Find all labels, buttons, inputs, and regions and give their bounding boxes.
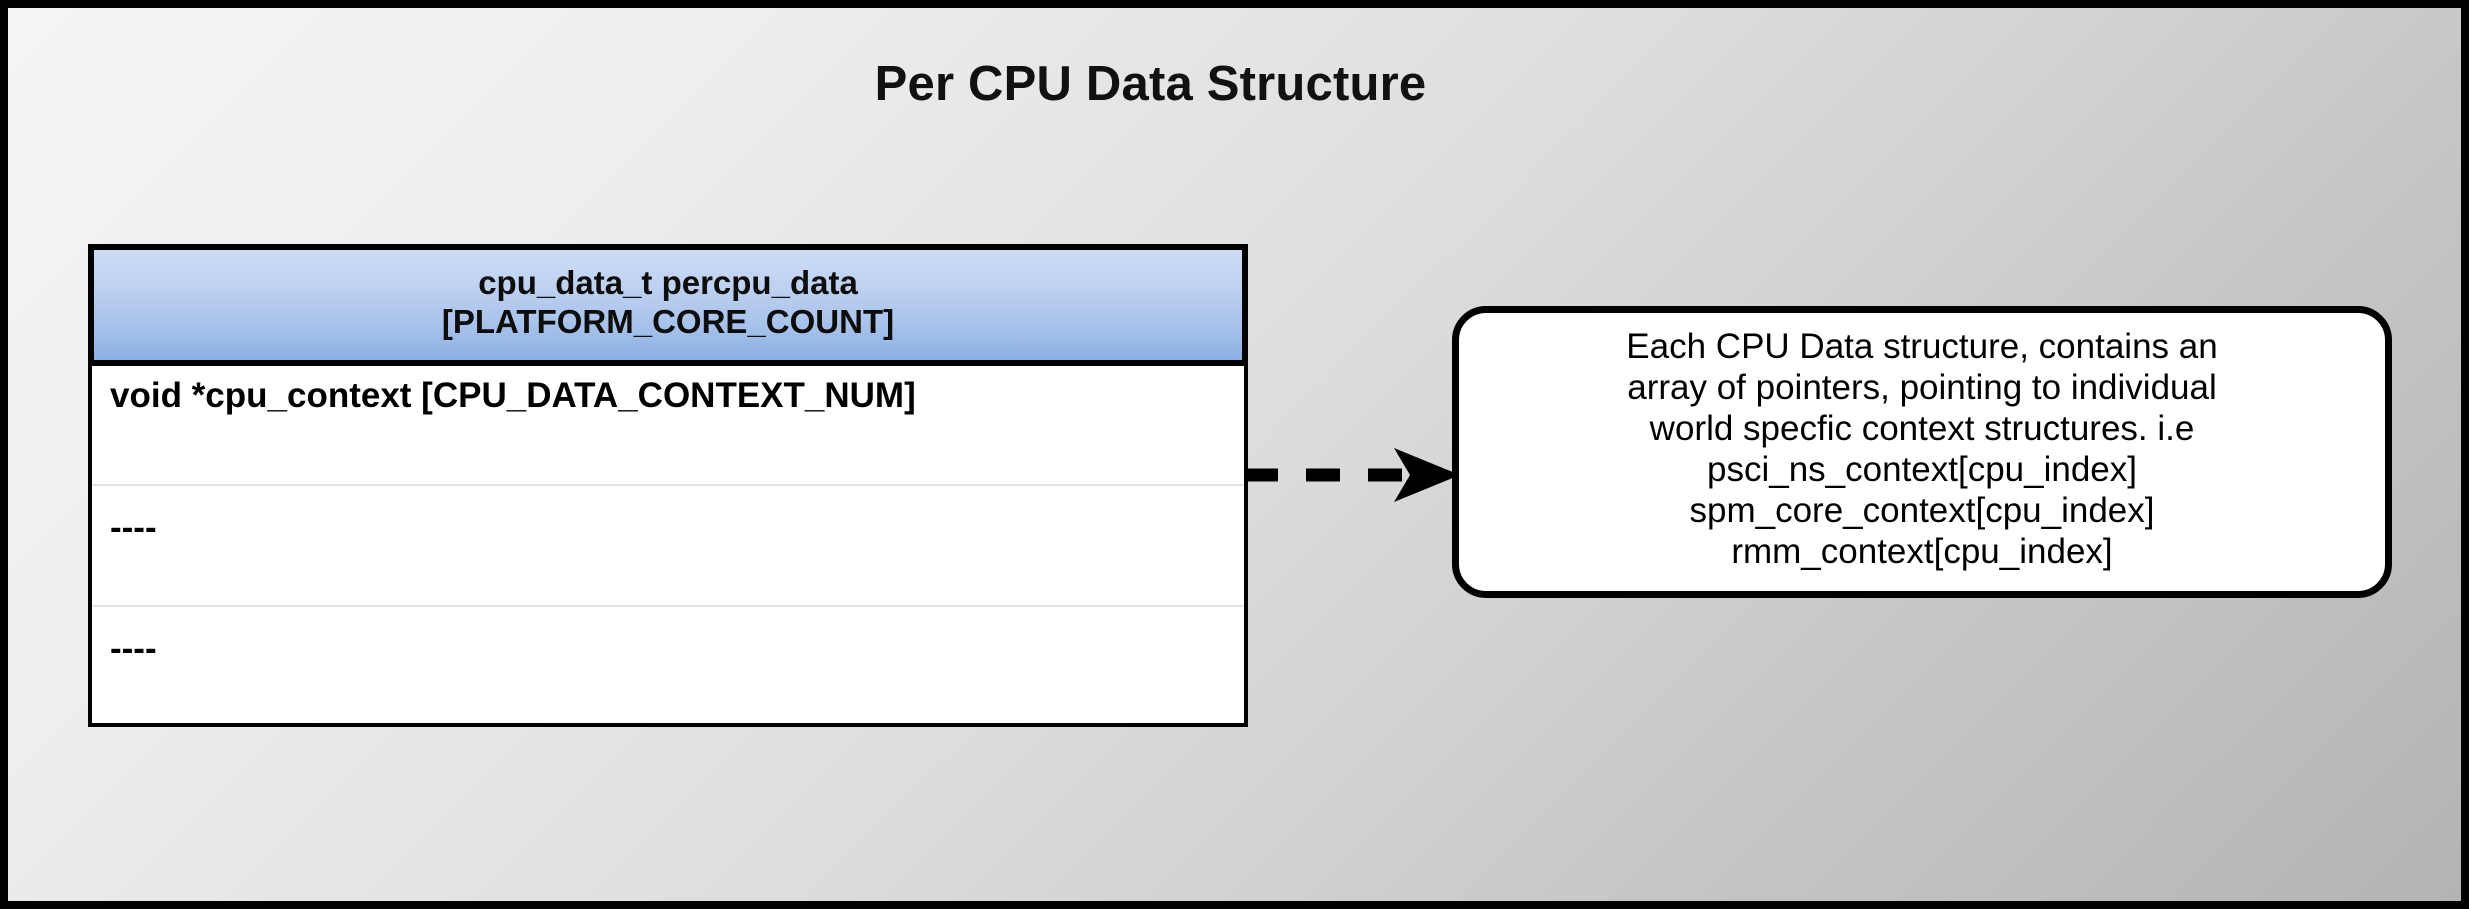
page-title: Per CPU Data Structure (874, 57, 1427, 111)
note-line: rmm_context[cpu_index] (1731, 531, 2113, 571)
arrow-icon (1244, 448, 1460, 502)
struct-table: cpu_data_t percpu_data [PLATFORM_CORE_CO… (88, 244, 1248, 727)
note-line: world specfic context structures. i.e (1649, 408, 2195, 448)
dashed-arrow-connector (1244, 444, 1462, 506)
note-callout-box: Each CPU Data structure, contains an arr… (1452, 306, 2392, 598)
struct-table-body: void *cpu_context [CPU_DATA_CONTEXT_NUM]… (88, 365, 1248, 727)
note-line: spm_core_context[cpu_index] (1689, 490, 2155, 530)
struct-header-line-1: cpu_data_t percpu_data (478, 264, 858, 301)
struct-header-line-2: [PLATFORM_CORE_COUNT] (441, 302, 895, 340)
table-row: ---- (92, 483, 1244, 605)
struct-table-header: cpu_data_t percpu_data [PLATFORM_CORE_CO… (88, 244, 1248, 366)
table-row: void *cpu_context [CPU_DATA_CONTEXT_NUM] (110, 375, 916, 415)
table-row: ---- (92, 604, 1244, 723)
note-line: array of pointers, pointing to individua… (1627, 367, 2217, 407)
note-line: Each CPU Data structure, contains an (1626, 327, 2218, 366)
note-line: psci_ns_context[cpu_index] (1707, 449, 2137, 489)
